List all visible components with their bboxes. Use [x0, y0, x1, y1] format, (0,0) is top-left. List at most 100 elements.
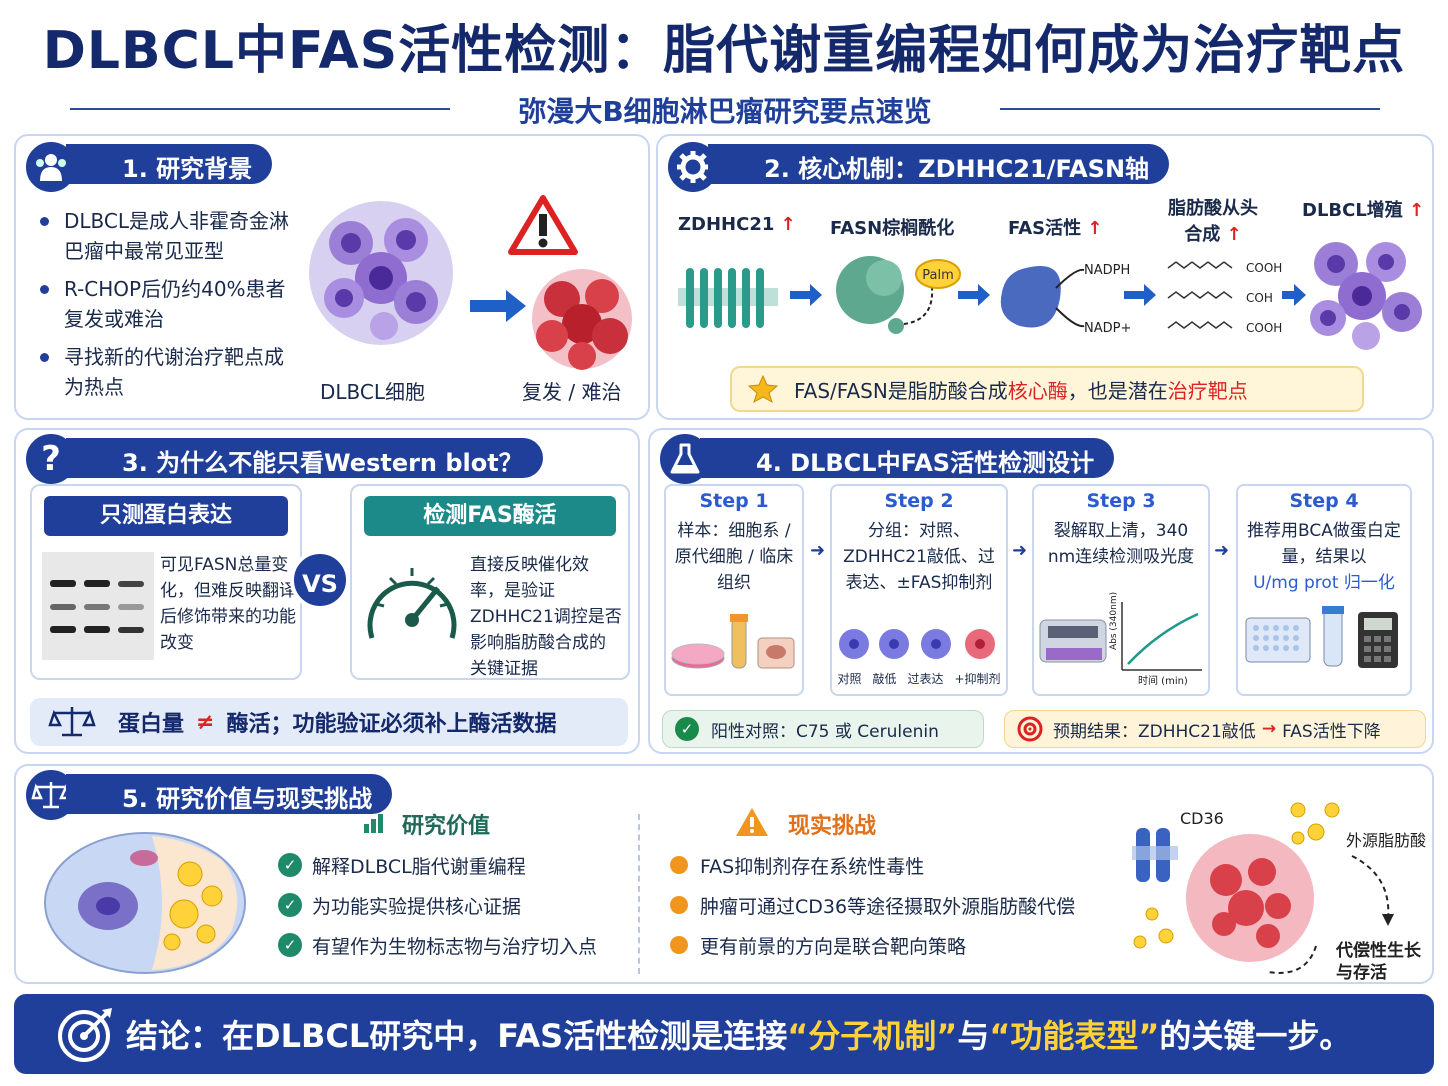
group-label: 对照 [837, 672, 862, 686]
dlbcl-cell-label: DLBCL细胞 [320, 380, 426, 404]
group-labels: 对照 敲低 过表达 +抑制剂 [832, 670, 1006, 687]
mechanism-node-label: DLBCL增殖 ↑ [1302, 196, 1424, 222]
bullet-item: DLBCL是成人非霍奇金淋巴瘤中最常见亚型 [36, 206, 296, 266]
challenge-text: 肿瘤可通过CD36等途径摄取外源脂肪酸代偿 [700, 896, 1076, 918]
step-head: Step 4 [1289, 490, 1359, 512]
divider [638, 814, 640, 974]
value-text: 为功能实验提供核心证据 [312, 896, 522, 918]
target-icon [58, 1008, 112, 1062]
exo-fatty-acid-label: 外源脂肪酸 [1346, 831, 1426, 850]
relapse-label: 复发 / 难治 [522, 380, 622, 404]
section-title: 4. DLBCL中FAS活性检测设计 [700, 438, 1115, 478]
group-label: 敲低 [872, 672, 897, 686]
value-text: 解释DLBCL脂代谢重编程 [312, 856, 526, 878]
arrow-icon: → [1261, 719, 1277, 739]
expected-result-text: FAS活性下降 [1282, 721, 1381, 742]
dot-icon [670, 936, 688, 954]
check-icon: ✓ [278, 853, 302, 877]
node-text: 合成 [1184, 224, 1221, 245]
western-blot-head: 只测蛋白表达 [44, 496, 288, 536]
dot-icon [670, 896, 688, 914]
group-label: 过表达 [907, 672, 944, 686]
warning-icon [736, 808, 768, 836]
group-label: +抑制剂 [954, 672, 1001, 686]
step-card-3: Step 3 裂解取上清，340 nm连续检测吸光度 Abs (340nm) 时… [1032, 484, 1210, 696]
section-title: 3. 为什么不能只看Western blot？ [66, 438, 543, 478]
gauge-icon [367, 568, 457, 639]
callout-highlight: 治疗靶点 [1167, 378, 1248, 403]
step-head: Step 1 [699, 490, 769, 512]
challenge-item: 肿瘤可通过CD36等途径摄取外源脂肪酸代偿 [670, 892, 1075, 919]
node-text: 脂肪酸从头 [1168, 198, 1258, 219]
proliferating-cells-icon [1310, 242, 1422, 350]
warning-icon [508, 195, 578, 255]
conclusion-text: 结论：在DLBCL研究中，FAS活性检测是连接 [126, 1017, 788, 1055]
balance-scale-icon [48, 707, 96, 737]
bar-chart-icon [364, 814, 383, 833]
subtitle-rule-right [1000, 108, 1380, 110]
cooh-label: COOH [1246, 321, 1282, 335]
arrow-icon: ➜ [810, 540, 826, 561]
up-arrow-icon: ↑ [1087, 218, 1103, 239]
step-text-highlight: U/mg prot 归一化 [1253, 573, 1395, 593]
callout-text: FAS/FASN是脂肪酸合成 [794, 378, 1008, 403]
node-text: ZDHHC21 [678, 214, 775, 235]
subtitle-bar: 弥漫大B细胞淋巴瘤研究要点速览 [70, 90, 1380, 128]
vs-badge: VS [290, 550, 350, 610]
key-enzyme-callout: FAS/FASN是脂肪酸合成核心酶，也是潜在治疗靶点 [730, 366, 1364, 412]
sample-materials-icon [671, 614, 795, 669]
background-bullets: DLBCL是成人非霍奇金淋巴瘤中最常见亚型 R-CHOP后仍约40%患者复发或难… [36, 206, 296, 410]
callout-text: 蛋白量 [118, 712, 185, 737]
conclusion-highlight: “功能表型” [989, 1017, 1160, 1055]
relapse-cell-cluster-icon [532, 269, 632, 370]
conclusion-text: 的关键一步。 [1159, 1017, 1352, 1055]
mechanism-node-label: 脂肪酸从头合成 ↑ [1158, 196, 1268, 248]
section-title: 5. 研究价值与现实挑战 [66, 774, 393, 814]
enzyme-activity-box: 检测FAS酶活 直接反映催化效率，是验证ZDHHC21调控是否影响脂肪酸合成的关… [350, 484, 630, 680]
callout-text: ，也是潜在 [1067, 378, 1168, 403]
bullet-item: R-CHOP后仍约40%患者复发或难治 [36, 274, 296, 334]
section-background: 2. 核心机制：ZDHHC21/FASN轴 ZDHHC21 ↑ FASN棕榈酰化… [656, 134, 1434, 420]
section-background: 5. 研究价值与现实挑战 研究价值 ✓解释DLBCL脂代谢重编程 ✓为功能实验提… [14, 764, 1434, 984]
arrow-icon [958, 284, 990, 306]
cell-illustration-icon [44, 832, 246, 974]
bullet-item: 寻找新的代谢治疗靶点成为热点 [36, 342, 296, 402]
check-icon: ✓ [278, 893, 302, 917]
callout-highlight: 核心酶 [1007, 378, 1068, 403]
challenge-head: 现实挑战 [788, 814, 877, 839]
compensation-label: 代偿性生长 [1335, 940, 1422, 961]
cd36-uptake-illustration: CD36 外源脂肪酸 代偿性生长 与存活 [1132, 802, 1426, 983]
plot-y-label: Abs (340nm) [1109, 592, 1119, 650]
page-title: DLBCL中FAS活性检测：脂代谢重编程如何成为治疗靶点 [42, 21, 1406, 81]
not-equal-icon: ≠ [196, 709, 215, 735]
plate-reader-plot-icon: Abs (340nm) 时间 (min) [1039, 592, 1202, 687]
conclusion-highlight: “分子机制” [787, 1017, 958, 1055]
section-title: 2. 核心机制：ZDHHC21/FASN轴 [708, 144, 1170, 184]
fasn-protein-icon: Palm [836, 256, 961, 334]
arrow-icon: ➜ [1012, 540, 1028, 561]
callout-text: 酶活；功能验证必须补上酶活数据 [226, 712, 557, 737]
challenge-text: FAS抑制剂存在系统性毒性 [700, 856, 925, 878]
target-icon [1017, 716, 1043, 742]
group-cells-icon [839, 629, 995, 659]
challenge-item: FAS抑制剂存在系统性毒性 [670, 852, 924, 879]
step-head: Step 3 [1086, 490, 1156, 512]
palm-label: Palm [922, 268, 954, 283]
cooh-label: COOH [1246, 261, 1282, 275]
expected-result-callout: 预期结果：ZDHHC21敲低 → FAS活性下降 [1004, 710, 1426, 748]
arrow-icon: ➜ [1214, 540, 1230, 561]
nadph-label: NADPH [1084, 263, 1130, 278]
check-icon: ✓ [278, 933, 302, 957]
node-text: FAS活性 [1008, 218, 1082, 239]
fas-enzyme-icon: NADPH NADP+ [1000, 263, 1131, 336]
value-text: 有望作为生物标志物与治疗切入点 [312, 936, 598, 958]
up-arrow-icon: ↑ [1226, 224, 1242, 245]
challenge-text: 更有前景的方向是联合靶向策略 [700, 936, 967, 958]
step-text: 裂解取上清，340 nm连续检测吸光度 [1047, 521, 1195, 567]
arrow-icon [1124, 284, 1156, 306]
star-icon [747, 374, 779, 404]
subtitle-rule-left [70, 108, 450, 110]
step-card-1: Step 1 样本：细胞系 / 原代细胞 / 临床组织 [664, 484, 804, 696]
compensation-label: 与存活 [1336, 962, 1387, 983]
step-text-group: 推荐用BCA做蛋白定量，结果以 U/mg prot 归一化 [1244, 518, 1404, 596]
